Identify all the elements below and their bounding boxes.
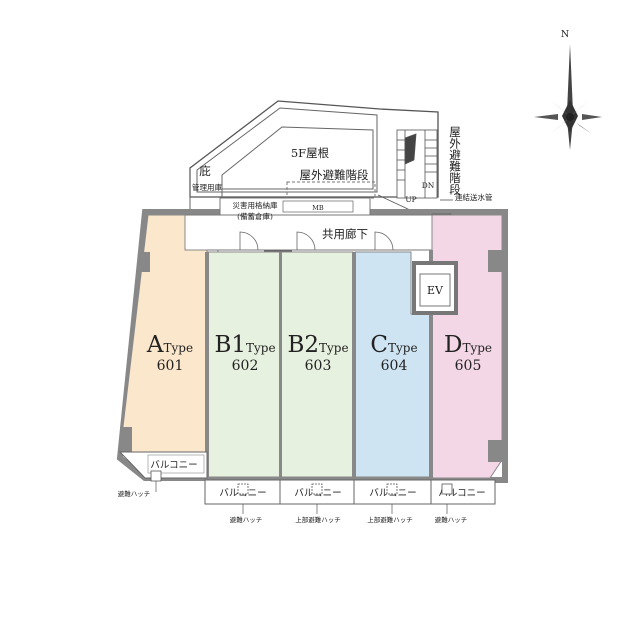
corridor-label: 共用廊下: [322, 227, 368, 241]
disaster-storage-label-2: (備蓄倉庫): [237, 211, 273, 221]
unit-type-label: B1Type: [214, 332, 275, 358]
outdoor-stairs: [377, 129, 438, 211]
unit-room-number: 602: [232, 358, 259, 374]
unit-type-label: AType: [146, 332, 193, 358]
storage-label: 管理用庫: [192, 182, 222, 192]
outdoor-stair-top-label: 屋外避難階段: [300, 168, 369, 182]
wall-columns: [120, 250, 502, 478]
mb-top-label: MB: [312, 204, 324, 212]
roof-label: 5F屋根: [291, 146, 330, 160]
hatch-label-603: 上部避難ハッチ: [295, 515, 341, 524]
north-label: N: [561, 29, 569, 40]
stair-dn-label: DN: [422, 181, 435, 190]
stair-up-label: UP: [405, 195, 416, 204]
hatch-leaders: [155, 481, 448, 514]
balcony-label-601: バルコニー: [150, 460, 197, 471]
unit-type-label: CType: [370, 332, 417, 358]
hatch-icons: [150, 470, 453, 495]
outdoor-stair-side-label: 屋外避難階段: [448, 126, 462, 196]
corridor: [184, 214, 451, 251]
roof-area: [189, 100, 439, 212]
hatch-label-605: 避難ハッチ: [435, 515, 468, 524]
mb-box-top: [282, 200, 354, 213]
unit-type-label: B2Type: [287, 332, 348, 358]
hatch-label-602: 避難ハッチ: [230, 515, 263, 524]
unit-room-number: 604: [381, 358, 408, 374]
eaves-label: 庇: [199, 164, 211, 178]
disaster-storage-label-1: 災害用格納庫: [233, 200, 278, 210]
balcony-label-605: バルコニー: [438, 488, 485, 499]
unit-b2: [280, 251, 354, 478]
hatch-label-604: 上部避難ハッチ: [367, 515, 413, 524]
unit-room-number: 605: [455, 358, 482, 374]
hatch-label-601: 避難ハッチ: [118, 489, 151, 498]
elevator-label: EV: [427, 284, 444, 297]
unit-room-number: 603: [305, 358, 332, 374]
unit-room-number: 601: [157, 358, 184, 374]
compass-icon: N: [534, 29, 602, 150]
standpipe-label: 連結送水管: [455, 192, 493, 202]
unit-type-label: DType: [444, 332, 492, 358]
